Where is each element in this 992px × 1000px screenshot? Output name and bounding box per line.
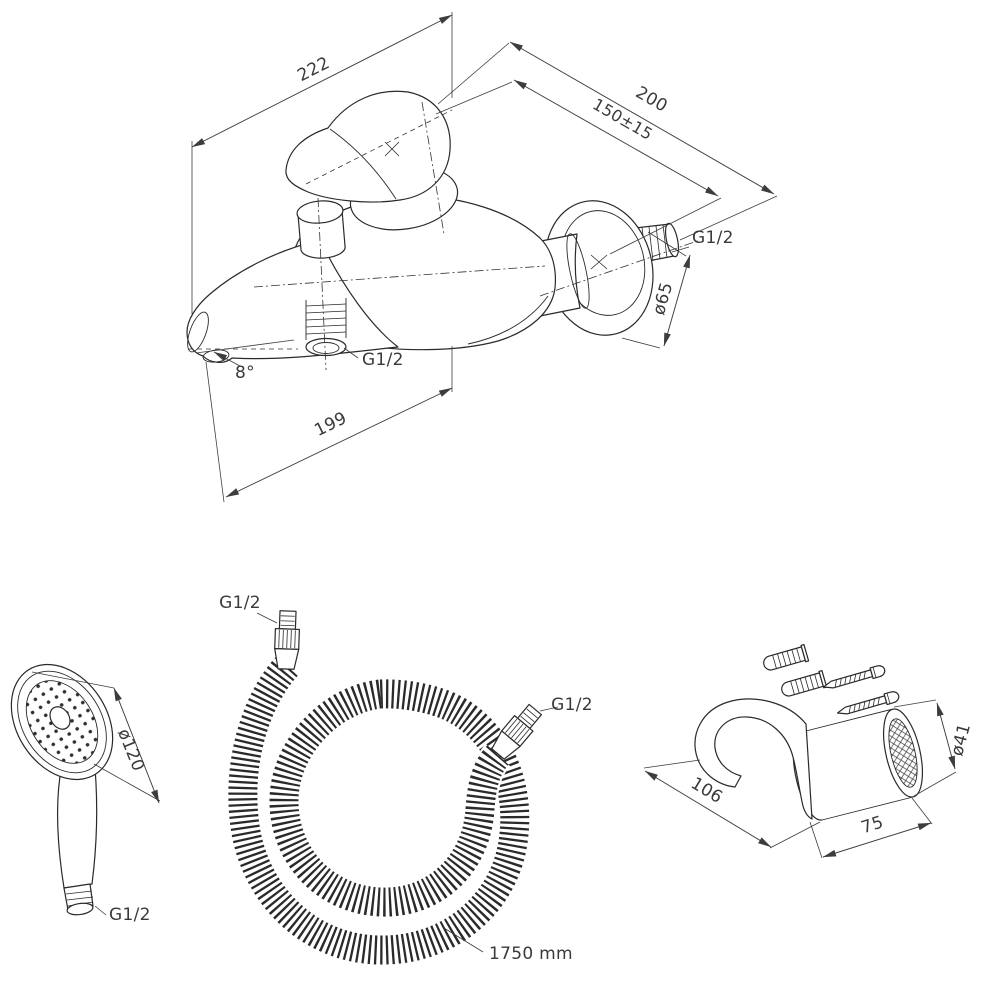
bracket-cup-knurl [888, 718, 918, 788]
label-handshower-thread: G1/2 [109, 905, 151, 925]
handshower-dimensions [31, 671, 161, 916]
dim-label-bracket-diameter: ø41 [947, 721, 975, 758]
label-outlet-thread: G1/2 [362, 350, 404, 370]
dim-label-depth-total: 200 [632, 83, 671, 117]
hose-dimensions [256, 612, 559, 953]
diverter-knob [296, 200, 346, 259]
label-wall-thread: G1/2 [692, 228, 734, 248]
bracket-hook [694, 698, 813, 820]
dim-label-flange-diameter: ø65 [649, 280, 677, 317]
dim-label-spout-angle: 8° [235, 363, 255, 383]
shower-outlet [305, 296, 347, 357]
mixer-dimensions [188, 12, 778, 503]
mixer-handle [285, 90, 451, 203]
dim-label-width-top: 222 [294, 53, 333, 86]
handshower-handle [56, 767, 98, 916]
center-cross-flange [590, 254, 608, 270]
handshower-head [10, 663, 114, 781]
hose-fitting-top [273, 610, 301, 671]
bracket-view: 106 75 ø41 [643, 643, 975, 859]
dim-label-bracket-width: 75 [859, 812, 886, 838]
wall-plug-2 [779, 669, 828, 700]
label-hose-thread-right: G1/2 [551, 695, 593, 715]
dim-label-hose-length: 1750 mm [489, 944, 573, 964]
handshower-view: ø120 G1/2 [10, 663, 161, 925]
dim-label-head-diameter: ø120 [113, 726, 148, 774]
mixer-assembly-view: 222 200 150±15 G1/2 ø65 8° G1/2 199 [186, 12, 778, 503]
label-hose-thread-top: G1/2 [219, 593, 261, 613]
handshower-thread-end [66, 902, 94, 916]
spray-center-plug [49, 706, 71, 730]
bracket-dimensions [643, 699, 957, 859]
wall-plug-1 [761, 643, 810, 674]
spout-tip-cap [187, 311, 209, 353]
dim-label-spout-reach: 199 [311, 408, 350, 441]
bracket-body [694, 698, 924, 821]
hose-view: G1/2 G1/2 1750 mm [219, 593, 593, 967]
screw-1 [821, 663, 887, 693]
